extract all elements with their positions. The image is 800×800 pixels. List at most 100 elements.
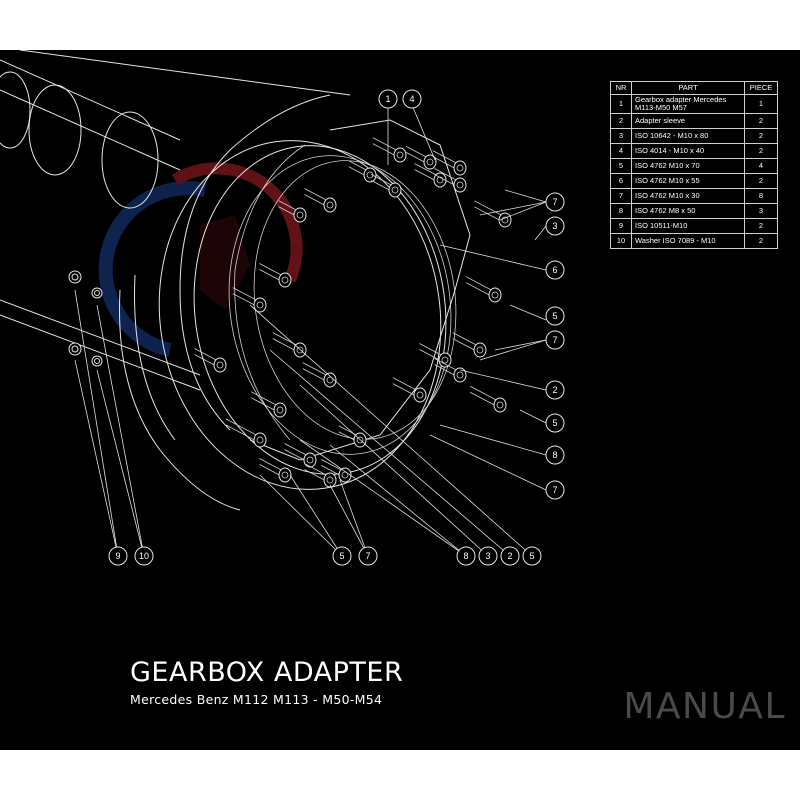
cell-part: ISO 4014 - M10 x 40	[631, 143, 745, 159]
cell-nr: 10	[610, 233, 632, 249]
svg-text:5: 5	[529, 551, 534, 561]
cell-nr: 5	[610, 158, 632, 174]
bolt	[302, 362, 337, 388]
cell-piece: 2	[744, 128, 778, 144]
svg-text:7: 7	[552, 335, 557, 345]
cell-part: Washer ISO 7089 - M10	[631, 233, 745, 249]
bolt	[470, 385, 507, 413]
header-nr: NR	[610, 81, 632, 95]
cell-piece: 2	[744, 233, 778, 249]
bolt	[372, 137, 407, 163]
callout-5-bottom: 5	[332, 546, 352, 566]
leader-lines	[74, 104, 547, 557]
svg-text:1: 1	[385, 94, 390, 104]
callout-4: 4	[402, 89, 422, 109]
bolt	[348, 160, 377, 183]
document-subtitle: Mercedes Benz M112 M113 - M50-M54	[130, 692, 383, 707]
bolt	[259, 263, 292, 288]
callout-9: 9	[108, 546, 128, 566]
svg-text:9: 9	[115, 551, 120, 561]
cell-nr: 7	[610, 188, 632, 204]
svg-text:8: 8	[463, 551, 468, 561]
svg-text:5: 5	[552, 311, 557, 321]
callout-1: 1	[378, 89, 398, 109]
bolt	[465, 276, 502, 303]
callout-7-right-b: 7	[545, 330, 565, 350]
svg-text:10: 10	[139, 551, 149, 561]
cell-piece: 2	[744, 143, 778, 159]
cell-piece: 4	[744, 158, 778, 174]
bolt	[406, 146, 437, 170]
bolt	[452, 332, 487, 358]
document-title: GEARBOX ADAPTER	[130, 657, 404, 688]
bolt	[432, 150, 467, 176]
svg-text:6: 6	[552, 265, 557, 275]
svg-text:7: 7	[552, 485, 557, 495]
nuts-and-washers	[68, 270, 103, 367]
bolt	[225, 418, 267, 448]
cell-nr: 3	[610, 128, 632, 144]
bolt	[250, 391, 287, 418]
bolt	[232, 287, 267, 313]
callout-8-bottom: 8	[456, 546, 476, 566]
logo-watermark	[98, 162, 303, 357]
bolt	[304, 188, 337, 213]
bolt	[434, 358, 467, 383]
cell-part: ISO 4762 M10 x 70	[631, 158, 745, 174]
cell-piece: 3	[744, 203, 778, 219]
manual-label: MANUAL	[623, 686, 786, 727]
bolt	[434, 168, 467, 193]
bolt	[278, 200, 307, 223]
parts-table-header-row: NR PART PIECE	[610, 81, 778, 95]
cell-part: ISO 10511-M10	[631, 218, 745, 234]
cell-nr: 6	[610, 173, 632, 189]
bolt	[474, 200, 512, 228]
cell-piece: 1	[744, 94, 778, 114]
cell-nr: 4	[610, 143, 632, 159]
callout-7-right-a: 7	[545, 192, 565, 212]
bolt	[371, 174, 402, 198]
cell-piece: 8	[744, 188, 778, 204]
cell-piece: 2	[744, 173, 778, 189]
cell-part: ISO 4762 M10 x 55	[631, 173, 745, 189]
svg-text:3: 3	[485, 551, 490, 561]
svg-text:5: 5	[552, 418, 557, 428]
bolt	[284, 443, 317, 468]
bolt	[194, 348, 227, 373]
adapter-housing	[119, 119, 471, 511]
callout-7-bottom: 7	[358, 546, 378, 566]
svg-text:2: 2	[552, 385, 557, 395]
cell-nr: 9	[610, 218, 632, 234]
callout-5-right-b: 5	[545, 413, 565, 433]
bolt	[259, 458, 292, 483]
callout-7-right-c: 7	[545, 480, 565, 500]
bolt	[392, 377, 427, 403]
drawing-sheet: 1 4 7 3 6 5 7 2 5 8 7 9 10 5 7 8 3 2 5 N…	[0, 50, 800, 750]
svg-text:3: 3	[552, 221, 557, 231]
cell-part: ISO 10642 - M10 x 80	[631, 128, 745, 144]
callout-5-right-a: 5	[545, 306, 565, 326]
callout-2-bottom: 2	[500, 546, 520, 566]
svg-text:7: 7	[552, 197, 557, 207]
cell-nr: 2	[610, 113, 632, 129]
callout-6-right: 6	[545, 260, 565, 280]
title-block: GEARBOX ADAPTER Mercedes Benz M112 M113 …	[130, 657, 403, 707]
callout-5-bottom-b: 5	[522, 546, 542, 566]
bolt	[272, 332, 307, 358]
cell-piece: 2	[744, 113, 778, 129]
header-part: PART	[631, 81, 745, 95]
exploded-view-drawing: 1 4 7 3 6 5 7 2 5 8 7 9 10 5 7 8 3 2 5	[0, 50, 565, 566]
svg-text:2: 2	[507, 551, 512, 561]
bolt	[321, 459, 352, 483]
callout-2-right: 2	[545, 380, 565, 400]
